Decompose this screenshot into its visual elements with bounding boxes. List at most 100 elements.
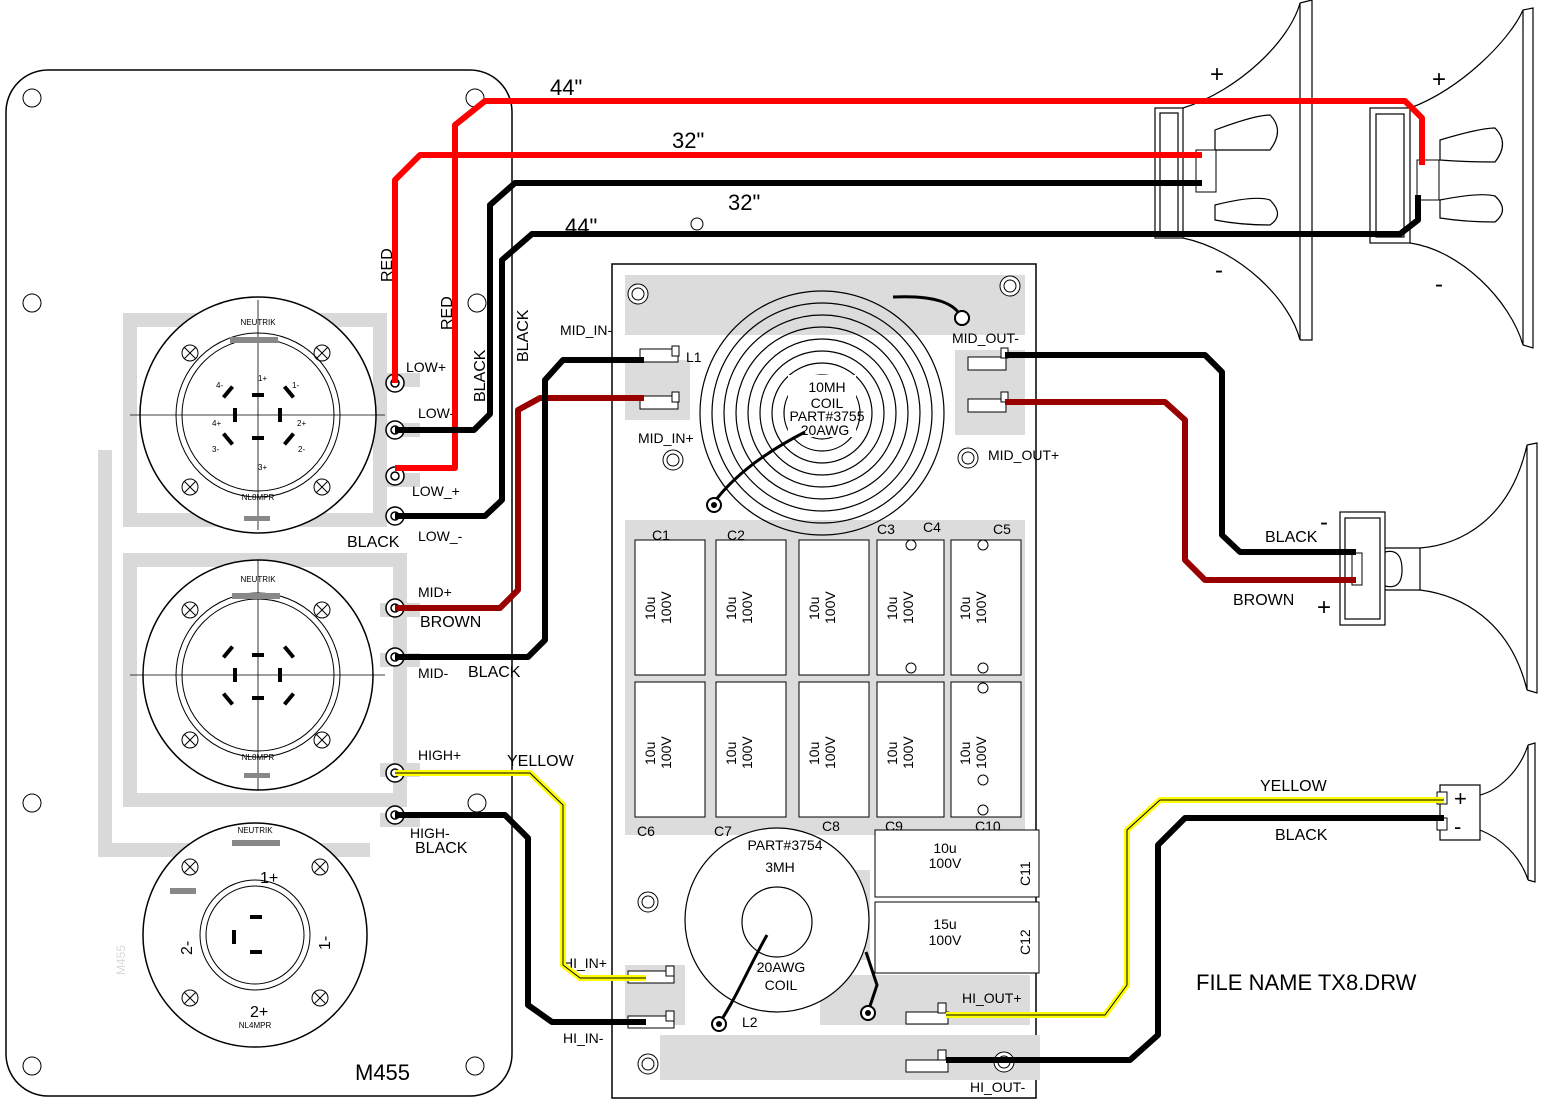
c12-ref: C12 <box>1017 929 1033 955</box>
neutrik-connector-3: NEUTRIK NL4MPR 1+ 1- 2+ 2- <box>142 822 368 1048</box>
coil1-line3: PART#3755 <box>790 408 865 424</box>
wire-yellow-tweeter-outline <box>946 799 1444 1016</box>
pin-4p: 4+ <box>212 419 221 428</box>
pin-4m: 4- <box>216 381 223 390</box>
tweeter-plus: + <box>1454 786 1467 811</box>
capacitor-bank <box>634 539 1022 818</box>
term-mid-in-plus: MID_IN+ <box>638 430 694 446</box>
pin-3p: 3+ <box>258 463 267 472</box>
pin-1m: 1- <box>292 381 299 390</box>
term-hi-in-minus: HI_IN- <box>563 1030 604 1046</box>
cap-val: 10u <box>723 742 739 765</box>
cap-ref-c6: C6 <box>637 823 655 839</box>
len-black-32: 32" <box>728 190 760 215</box>
capacitor-c12: 15u 100V C12 <box>874 901 1040 974</box>
term-high-plus: HIGH+ <box>418 747 461 763</box>
wire-brown-midout <box>1005 399 1356 583</box>
lbl-red-2: RED <box>439 296 456 330</box>
cap-volt: 100V <box>900 591 916 624</box>
wire-red-44 <box>395 98 1425 471</box>
c11-value: 10u <box>933 840 956 856</box>
plate-model-label: M455 <box>355 1060 410 1085</box>
term-hi-out-minus: HI_OUT- <box>970 1079 1026 1095</box>
mid-plus: + <box>1317 594 1331 621</box>
len-black-44: 44" <box>565 214 597 239</box>
lbl-black-mid: BLACK <box>468 664 521 681</box>
wire-black-midout <box>1005 352 1356 555</box>
pin-1p: 1+ <box>258 374 267 383</box>
coil1-ref: L1 <box>686 349 702 365</box>
pin4-2p: 2+ <box>250 1004 268 1021</box>
lbl-black-low: BLACK <box>347 534 400 551</box>
c12-voltage: 100V <box>929 932 962 948</box>
wire-black-32 <box>395 180 1202 433</box>
c11-ref: C11 <box>1017 861 1033 886</box>
coil1-line1: 10MH <box>808 379 845 395</box>
wire-red-32 <box>392 152 1202 383</box>
cap-volt: 100V <box>822 736 838 769</box>
term-mid-out-minus: MID_OUT- <box>952 330 1019 346</box>
term-mid-plus: MID+ <box>418 584 452 600</box>
term-hi-in-plus: HI_IN+ <box>563 955 607 971</box>
coil1-line4: 20AWG <box>801 422 850 438</box>
neutrik-brand-1: NEUTRIK <box>240 318 276 327</box>
cap-ref-c5: C5 <box>993 521 1011 537</box>
neutrik-model-2: NL8MPR <box>242 753 275 762</box>
tweeter-minus: - <box>1454 814 1461 839</box>
mid-horn-driver <box>1339 442 1538 694</box>
cap-val: 10u <box>642 597 658 620</box>
cap-val: 10u <box>957 597 973 620</box>
coil-l2: PART#3754 3MH 20AWG COIL L2 <box>684 827 870 1030</box>
cap-ref-c3: C3 <box>877 521 895 537</box>
term-low-minus: LOW- <box>418 405 455 421</box>
lbl-red-1: RED <box>379 248 396 282</box>
term-hi-out-plus: HI_OUT+ <box>962 990 1022 1006</box>
term-high-minus: HIGH- <box>410 825 450 841</box>
coil2-value: 3MH <box>765 859 795 875</box>
cap-val: 10u <box>806 742 822 765</box>
neutrik-brand-2: NEUTRIK <box>240 575 276 584</box>
term-low-plus: LOW+ <box>406 359 446 375</box>
lbl-yellow-high: YELLOW <box>507 753 575 770</box>
pin4-1m: 1- <box>317 936 334 950</box>
cap-val: 10u <box>806 597 822 620</box>
lbl-black-1: BLACK <box>472 349 489 402</box>
lbl-brown-mid: BROWN <box>420 614 481 631</box>
cap-volt: 100V <box>973 736 989 769</box>
len-red-32: 32" <box>672 128 704 153</box>
cap-ref-c2: C2 <box>727 527 745 543</box>
driver2-minus: - <box>1435 271 1443 298</box>
cap-volt: 100V <box>739 736 755 769</box>
cap-volt: 100V <box>900 736 916 769</box>
file-name: FILE NAME TX8.DRW <box>1196 970 1417 995</box>
wire-black-44 <box>395 195 1421 519</box>
mid-minus: - <box>1320 509 1328 536</box>
tweeter-driver <box>1439 742 1536 883</box>
cap-val: 10u <box>884 597 900 620</box>
wire-black-high <box>395 812 646 1025</box>
woofer-driver-2 <box>1369 7 1534 349</box>
lbl-brown-midspk: BROWN <box>1233 592 1294 609</box>
lbl-black-2: BLACK <box>515 309 532 362</box>
cap-val: 10u <box>957 742 973 765</box>
term-low2-minus: LOW_- <box>418 528 463 544</box>
cap-ref-c8: C8 <box>822 818 840 834</box>
neutrik-model-1: NL8MPR <box>242 493 275 502</box>
woofer-driver-1 <box>1154 0 1313 341</box>
cap-ref-c1: C1 <box>652 527 670 543</box>
pin-3m: 3- <box>212 445 219 454</box>
cap-volt: 100V <box>739 591 755 624</box>
neutrik-connector-1: NEUTRIK NL8MPR 1+ 1- 2+ 2- 3+ 3- 4+ 4- <box>130 296 385 534</box>
lbl-yellow-tw: YELLOW <box>1260 778 1328 795</box>
pin-2m: 2- <box>298 445 305 454</box>
coil2-type: COIL <box>765 977 798 993</box>
wire-yellow-high-outline <box>395 772 646 979</box>
capacitor-values: 10u 100V 10u 100V 10u 100V 10u 100V 10u … <box>642 591 989 769</box>
cap-val: 10u <box>884 742 900 765</box>
term-mid-in-minus: MID_IN- <box>560 322 612 338</box>
cap-volt: 100V <box>658 591 674 624</box>
cap-volt: 100V <box>822 591 838 624</box>
driver1-plus: + <box>1210 61 1224 88</box>
cap-ref-c7: C7 <box>714 823 732 839</box>
pin4-1p: 1+ <box>260 870 278 887</box>
